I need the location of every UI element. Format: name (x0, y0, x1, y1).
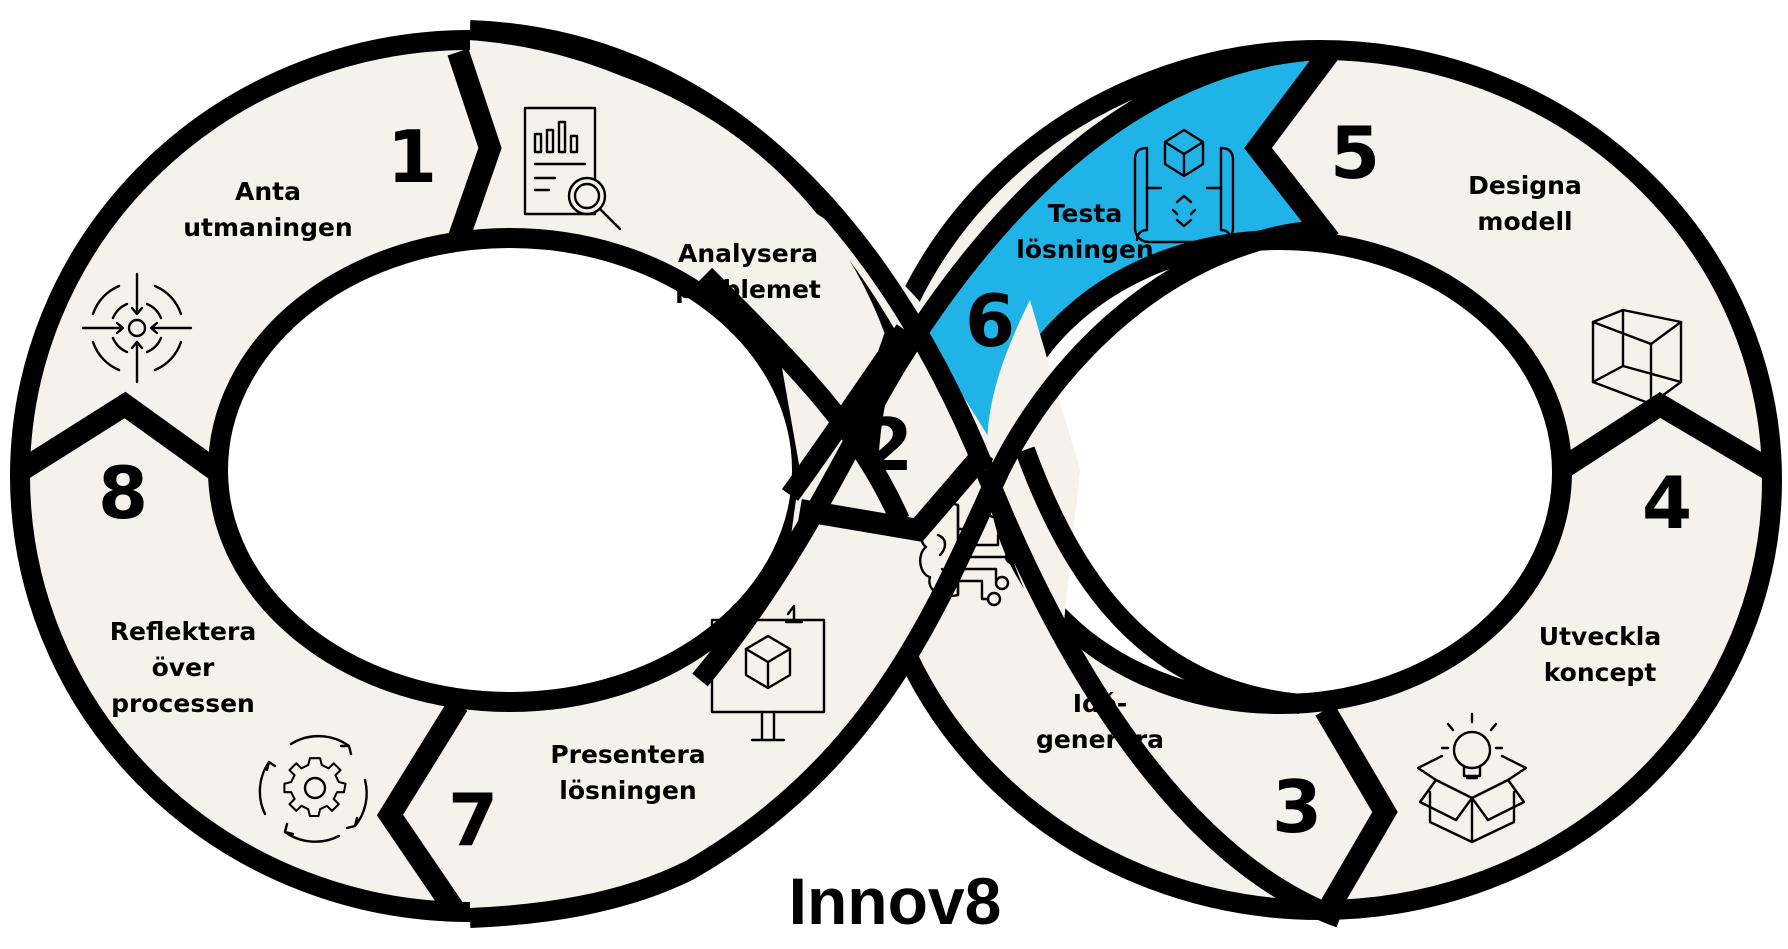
step-label-5: Designa modell (1468, 171, 1582, 236)
target-icon (81, 272, 193, 384)
step-label-8-line3: processen (111, 689, 255, 718)
step-number-8: 8 (98, 451, 148, 535)
step-number-4: 4 (1642, 461, 1692, 545)
step-number-3: 3 (1272, 765, 1322, 849)
step-label-3-line2: generera (1036, 725, 1164, 754)
gear-cycle-icon (258, 734, 368, 843)
step-label-1: Anta utmaningen (183, 177, 352, 242)
divider-8-1 (16, 391, 225, 481)
step-label-7-line2: lösningen (559, 776, 696, 805)
divider-4-5 (1554, 392, 1776, 480)
diagram-title: Innov8 (789, 864, 1002, 938)
lightbulb-box-icon (1416, 712, 1528, 844)
step-label-3-line1: Idé- (1073, 689, 1128, 718)
step-label-2-line2: problemet (675, 275, 821, 304)
step-label-1-line1: Anta (235, 177, 301, 206)
billboard-cube-icon (710, 604, 826, 742)
crossing-outline-c2 (469, 220, 1321, 928)
step-label-7: Presentera lösningen (550, 740, 705, 805)
step-number-1: 1 (387, 115, 437, 199)
step-label-4-line1: Utveckla (1539, 622, 1661, 651)
step-label-6-line1: Testa (1048, 199, 1122, 228)
step-label-5-line1: Designa (1468, 171, 1582, 200)
left-inner-hole (208, 228, 812, 712)
report-magnifier-icon (523, 106, 622, 231)
crossing-outline-a-inner (697, 267, 910, 525)
step-number-2: 2 (863, 403, 913, 487)
crossing-outline-d (781, 324, 914, 501)
step-label-6: Testa lösningen (1016, 199, 1153, 264)
step-label-2: Analysera problemet (675, 239, 821, 304)
crossing-outline-b-inner (1015, 446, 1302, 714)
step-number-7: 7 (448, 778, 498, 862)
step-label-8-line1: Reflektera (110, 617, 256, 646)
step-number-5: 5 (1330, 111, 1380, 195)
step-label-8-line2: över (152, 653, 215, 682)
right-inner-hole (988, 230, 1572, 714)
step-label-7-line1: Presentera (550, 740, 705, 769)
step-label-8: Reflektera över processen (110, 617, 256, 718)
crossing-outline-c (692, 40, 1321, 687)
crossing-band-2-3 (470, 40, 1340, 910)
crossing-band-6-7 (470, 465, 1005, 913)
crossing-outline-a-top (469, 20, 995, 474)
blueprint-cube-icon (1133, 128, 1235, 244)
step-number-6: 6 (965, 279, 1015, 363)
divider-2-3 (798, 444, 994, 542)
left-hole-crossing-mask (770, 300, 905, 690)
wireframe-cube-icon (1591, 308, 1683, 406)
divider-1-2 (447, 48, 502, 244)
divider-3-4 (1315, 704, 1398, 921)
step-label-6-line2: lösningen (1016, 235, 1153, 264)
step-label-4-line2: koncept (1544, 658, 1657, 687)
step-label-2-line1: Analysera (678, 239, 818, 268)
step-label-1-line2: utmaningen (183, 213, 352, 242)
step-label-5-line2: modell (1477, 207, 1572, 236)
step-label-4: Utveckla koncept (1539, 622, 1661, 687)
brain-circuit-icon (919, 502, 1020, 607)
step-label-3: Idé- generera (1036, 689, 1164, 754)
divider-7-8 (376, 699, 468, 922)
crossing-outline-b (975, 466, 1344, 928)
divider-5-6 (1244, 45, 1339, 247)
